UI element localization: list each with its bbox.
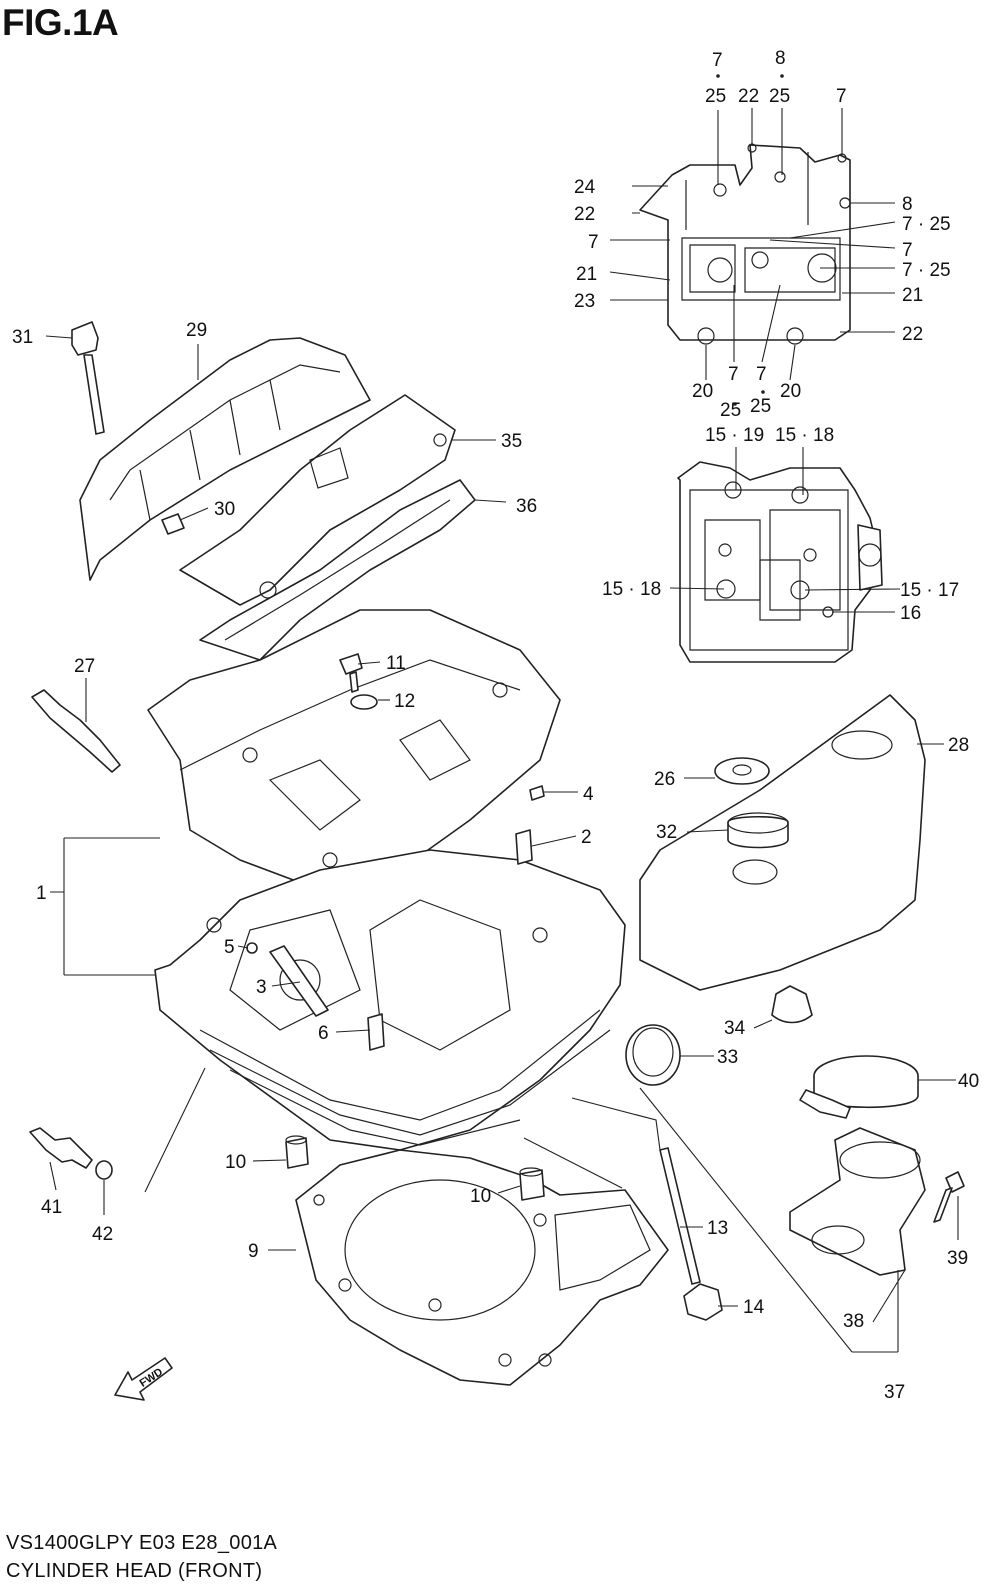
label-c23: 23 [574,291,595,312]
bottom-leaders [49,1067,738,1307]
label-c7f: 7 [756,364,767,385]
bolt-31 [71,321,105,435]
label-37: 37 [884,1382,905,1403]
label-c7-25a: 7 · 25 [902,214,951,235]
label-c20b: 20 [780,381,801,402]
cylinder-head-underside-view [677,461,883,663]
label-c7c: 7 [588,232,599,253]
label-c8a: 8 [775,48,786,69]
label-c7-25b: 7 · 25 [902,260,951,281]
label-31: 31 [12,327,33,348]
label-13: 13 [707,1218,728,1239]
label-30: 30 [214,499,235,520]
washer-42 [95,1160,113,1180]
cylinder-gasket-9 [295,1149,669,1386]
stud-13 [659,1147,701,1285]
label-h15-17: 15 · 17 [900,580,959,601]
label-36: 36 [516,496,537,517]
bolt-39 [933,1171,965,1223]
label-c7b: 7 [836,86,847,107]
main-leaders [45,335,578,1033]
grommet-34 [771,985,813,1024]
stud-3 [269,945,329,1017]
label-c22c: 22 [902,324,923,345]
label-41: 41 [41,1197,62,1218]
label-c7e: 7 [728,364,739,385]
label-c24: 24 [574,177,596,198]
label-9: 9 [248,1241,259,1262]
head-cover-underside-leaders [609,74,896,406]
label-32: 32 [656,822,677,843]
dowel-2 [515,829,533,865]
label-c21b: 21 [902,285,923,306]
label-c22b: 22 [574,204,595,225]
rocker-cover-35 [179,394,456,606]
pin-5 [246,942,258,954]
clamp-40 [799,1055,919,1119]
label-c20a: 20 [692,381,713,402]
label-33: 33 [717,1047,738,1068]
label-h15-18b: 15 · 18 [602,579,661,600]
head-cover-underside-view [639,143,851,345]
label-h15-19: 15 · 19 [705,425,764,446]
cap-30 [161,513,185,535]
head-cover-29 [79,337,371,581]
intake-pipe-38 [789,1127,926,1276]
model-code: VS1400GLPY E03 E28_001A [6,1532,278,1554]
label-35: 35 [501,431,522,452]
label-34: 34 [724,1018,746,1039]
grommet-32 [727,812,789,849]
label-10a: 10 [225,1152,246,1173]
cap-33 [625,1024,681,1086]
label-4: 4 [583,784,594,805]
label-c25d: 25 [750,396,771,417]
label-c25a: 25 [705,86,726,107]
label-c25b: 25 [769,86,790,107]
label-39: 39 [947,1248,968,1269]
camshaft-housing [147,609,561,891]
label-3: 3 [256,977,267,998]
dowel-6 [367,1013,385,1051]
cylinder-head-1 [154,849,626,1151]
figure-title: FIG.1A [2,2,119,43]
dowel-10a [285,1135,309,1169]
label-14: 14 [743,1297,765,1318]
label-1: 1 [36,883,47,904]
label-c25c: 25 [720,400,741,421]
spark-plug-27 [31,689,121,773]
label-40: 40 [958,1071,979,1092]
label-h15-18a: 15 · 18 [775,425,834,446]
cylinder-head-underside-leaders [669,447,901,613]
label-12: 12 [394,691,415,712]
right-leaders [639,743,959,1353]
assembly-name: CYLINDER HEAD (FRONT) [6,1560,263,1582]
label-28: 28 [948,735,969,756]
pin-4 [529,785,545,801]
label-c21a: 21 [576,264,597,285]
label-10b: 10 [470,1186,491,1207]
label-c8b: 8 [902,194,913,215]
label-26: 26 [654,769,675,790]
label-38: 38 [843,1311,864,1332]
label-29: 29 [186,320,207,341]
label-c7a: 7 [712,50,723,71]
label-c7d: 7 [902,240,913,261]
fwd-arrow-icon: FWD [114,1357,173,1401]
label-c22a: 22 [738,86,759,107]
label-h16: 16 [900,603,921,624]
washer-12 [350,694,378,710]
label-11: 11 [386,653,406,674]
label-5: 5 [224,937,235,958]
dowel-10b [519,1167,545,1201]
label-27: 27 [74,656,95,677]
sensor-41 [29,1127,93,1169]
label-2: 2 [581,827,592,848]
grommet-26 [714,757,770,785]
bolt-11 [339,653,363,693]
label-42: 42 [92,1224,113,1245]
label-6: 6 [318,1023,329,1044]
nut-14 [683,1283,723,1321]
